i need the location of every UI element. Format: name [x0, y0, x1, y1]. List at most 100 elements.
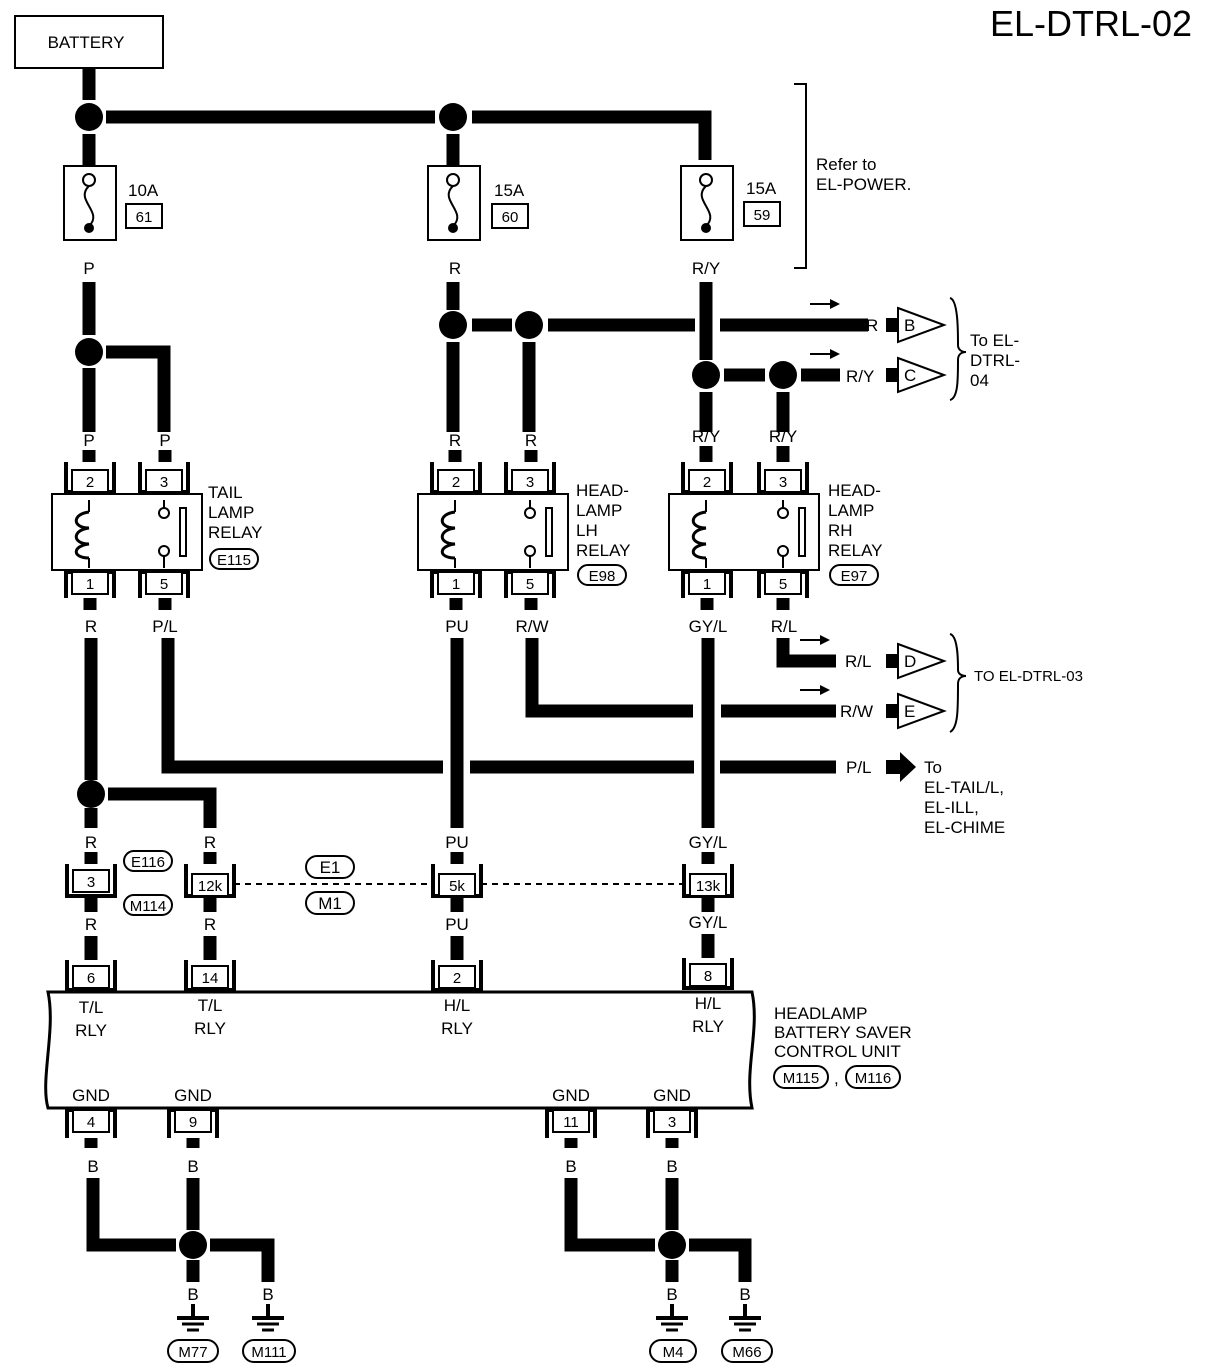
svg-text:M77: M77	[178, 1344, 207, 1361]
svg-text:HEAD-: HEAD-	[828, 481, 881, 500]
svg-text:R: R	[204, 833, 216, 852]
svg-text:D: D	[904, 652, 916, 671]
svg-text:10A: 10A	[128, 181, 159, 200]
svg-text:E1: E1	[320, 858, 341, 877]
svg-text:M4: M4	[663, 1344, 684, 1361]
offpage-b: R B	[810, 299, 947, 344]
svg-text:R: R	[204, 915, 216, 934]
svg-text:T/L: T/L	[198, 996, 223, 1015]
battery-box	[14, 15, 164, 69]
tail-lamp-relay: 2 3 1 5 TAIL LAMP RELAY E115	[51, 462, 263, 598]
junction-dots	[75, 103, 797, 1259]
svg-text:5: 5	[526, 576, 534, 593]
svg-text:6: 6	[87, 970, 95, 987]
svg-text:1: 1	[86, 576, 94, 593]
svg-text:B: B	[87, 1157, 98, 1176]
power-wires	[82, 68, 868, 432]
svg-text:HEADLAMP: HEADLAMP	[774, 1004, 868, 1023]
svg-text:15A: 15A	[494, 181, 525, 200]
svg-text:13k: 13k	[696, 878, 721, 895]
svg-text:RLY: RLY	[441, 1019, 473, 1038]
svg-text:GY/L: GY/L	[689, 913, 728, 932]
svg-text:H/L: H/L	[444, 996, 470, 1015]
svg-text:GY/L: GY/L	[689, 617, 728, 636]
battery-label: BATTERY	[48, 33, 125, 52]
offpage-e: R/W E	[800, 685, 947, 730]
svg-text:CONTROL UNIT: CONTROL UNIT	[774, 1042, 901, 1061]
fuse-61: 10A 61 P	[63, 165, 163, 278]
svg-text:E115: E115	[217, 552, 251, 569]
svg-text:E116: E116	[131, 854, 165, 871]
svg-text:3: 3	[526, 474, 534, 491]
svg-text:61: 61	[136, 209, 153, 226]
svg-text:E98: E98	[589, 568, 616, 585]
svg-text:59: 59	[754, 207, 771, 224]
ground-wires: B B B B B B B B	[84, 1138, 752, 1304]
svg-text:RELAY: RELAY	[828, 541, 883, 560]
svg-text:LAMP: LAMP	[828, 501, 874, 520]
to-tail-lamp: P/L To EL-TAIL/L, EL-ILL, EL-CHIME	[846, 752, 1005, 837]
svg-text:PU: PU	[445, 915, 469, 934]
svg-text:5: 5	[779, 576, 787, 593]
svg-text:R/Y: R/Y	[692, 259, 720, 278]
svg-text:R/L: R/L	[771, 617, 797, 636]
svg-text:R/W: R/W	[515, 617, 548, 636]
svg-text:R: R	[85, 833, 97, 852]
svg-text:9: 9	[189, 1114, 197, 1131]
refer-to-power: Refer to EL-POWER.	[794, 83, 911, 269]
svg-text:R/Y: R/Y	[846, 367, 874, 386]
svg-text:E: E	[904, 702, 915, 721]
svg-text:R/Y: R/Y	[692, 427, 720, 446]
svg-text:R: R	[85, 915, 97, 934]
svg-text:To EL-: To EL-	[970, 331, 1019, 350]
svg-text:P/L: P/L	[846, 758, 872, 777]
svg-text:C: C	[904, 366, 916, 385]
svg-text:PU: PU	[445, 617, 469, 636]
svg-text:E97: E97	[841, 568, 868, 585]
offpage-d: R/L D	[800, 635, 947, 680]
svg-text:T/L: T/L	[79, 998, 104, 1017]
svg-text:R: R	[525, 431, 537, 450]
svg-text:R/L: R/L	[845, 652, 871, 671]
svg-text:P: P	[83, 259, 94, 278]
svg-text:TO EL-DTRL-03: TO EL-DTRL-03	[974, 668, 1083, 685]
svg-text:B: B	[666, 1157, 677, 1176]
svg-text:60: 60	[502, 209, 519, 226]
svg-text:To: To	[924, 758, 942, 777]
svg-text:M111: M111	[251, 1344, 286, 1361]
svg-text:14: 14	[202, 970, 219, 987]
svg-text:M114: M114	[130, 898, 166, 915]
svg-text:B: B	[666, 1285, 677, 1304]
svg-text:LAMP: LAMP	[576, 501, 622, 520]
svg-text:RLY: RLY	[75, 1021, 107, 1040]
svg-text:RLY: RLY	[692, 1017, 724, 1036]
svg-text:1: 1	[703, 576, 711, 593]
relay-input-labels: P P R R R/Y R/Y	[82, 427, 797, 462]
mid-wires	[84, 638, 836, 828]
svg-text:Refer to: Refer to	[816, 155, 876, 174]
ground-symbol-m77: M77	[167, 1302, 219, 1363]
svg-text:HEAD-: HEAD-	[576, 481, 629, 500]
headlamp-lh-relay: 2 3 1 5 HEAD- LAMP LH RELAY E98	[417, 462, 631, 598]
svg-text:5: 5	[160, 576, 168, 593]
svg-text:3: 3	[779, 474, 787, 491]
page-code: EL-DTRL-02	[990, 3, 1192, 44]
svg-text:,: ,	[834, 1069, 839, 1088]
to-dtrl-03: TO EL-DTRL-03	[949, 633, 1083, 733]
svg-text:5k: 5k	[449, 878, 465, 895]
svg-text:B: B	[187, 1285, 198, 1304]
svg-text:B: B	[565, 1157, 576, 1176]
svg-text:GND: GND	[72, 1086, 110, 1105]
svg-text:P: P	[83, 431, 94, 450]
svg-text:P/L: P/L	[152, 617, 178, 636]
svg-text:GY/L: GY/L	[689, 833, 728, 852]
svg-text:2: 2	[453, 970, 461, 987]
svg-text:3: 3	[160, 474, 168, 491]
svg-text:M66: M66	[732, 1344, 761, 1361]
svg-text:04: 04	[970, 371, 989, 390]
offpage-c: R/Y C	[810, 349, 947, 394]
svg-text:RELAY: RELAY	[576, 541, 631, 560]
svg-text:1: 1	[452, 576, 460, 593]
svg-text:LAMP: LAMP	[208, 503, 254, 522]
